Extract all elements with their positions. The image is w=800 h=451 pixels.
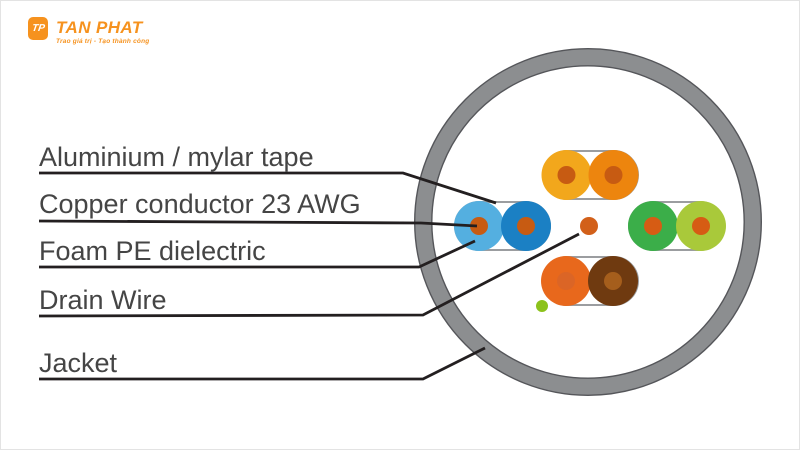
leader-line-drain-wire [38, 232, 580, 318]
label-drain-wire: Drain Wire [39, 285, 167, 315]
label-aluminium-tape: Aluminium / mylar tape [39, 142, 314, 172]
wire-pair-top [541, 150, 639, 200]
conductor-dot [604, 272, 622, 290]
conductor-dot [517, 217, 535, 235]
rip-cord-dot [536, 300, 548, 312]
label-jacket: Jacket [39, 348, 118, 378]
label-foam-pe: Foam PE dielectric [39, 236, 266, 266]
logo-text-block: TAN PHAT Trao giá trị - Tạo thành công [56, 17, 149, 45]
conductor-dot [557, 272, 575, 290]
drain-wire-dot [580, 217, 598, 235]
logo-brand-name: TAN PHAT [56, 18, 143, 37]
jacket-ring-inner-edge [431, 65, 745, 379]
leader-line-aluminium-tape [39, 171, 497, 205]
conductor-dot [604, 166, 623, 184]
wire-pair-right [628, 201, 726, 251]
conductor-dot [644, 217, 662, 235]
leader-line-foam-pe [39, 239, 476, 269]
leader-line-copper-conductor [38, 219, 478, 228]
wire-pair-bottom [541, 256, 639, 306]
wire-pair-left [454, 201, 551, 251]
labels: Aluminium / mylar tape Copper conductor … [39, 142, 361, 378]
logo: TP TAN PHAT Trao giá trị - Tạo thành côn… [28, 17, 149, 45]
leader-lines [38, 171, 580, 381]
conductor-dot [557, 166, 576, 184]
logo-icon: TP [28, 17, 48, 40]
conductor-dot [692, 217, 710, 235]
leader-line-jacket [39, 346, 486, 381]
logo-tagline: Trao giá trị - Tạo thành công [56, 38, 150, 45]
conductor-dot [470, 217, 488, 235]
label-copper-conductor: Copper conductor 23 AWG [39, 189, 361, 219]
